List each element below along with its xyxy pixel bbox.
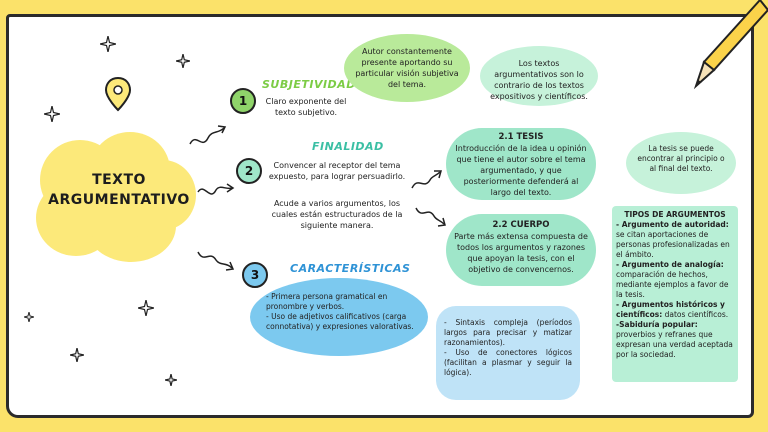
tipo-text: datos científicos.	[662, 310, 729, 319]
tipo-label: -Sabiduría popular:	[616, 320, 698, 329]
tesis-text: Introducción de la idea u opinión que ti…	[455, 144, 587, 197]
star-icon	[70, 348, 84, 362]
arrow-icon	[189, 125, 227, 145]
arrow-icon	[197, 251, 235, 271]
star-icon	[165, 374, 177, 386]
box-sintaxis	[436, 306, 580, 400]
cuerpo-text: Parte más extensa compuesta de todos los…	[454, 232, 588, 274]
heading-subjetividad: SUBJETIVIDAD	[262, 78, 356, 91]
section-number-3: 3	[242, 262, 268, 288]
section-number-2: 2	[236, 158, 262, 184]
cuerpo-title: 2.2 CUERPO	[492, 220, 550, 230]
location-pin-icon	[104, 76, 132, 112]
tipo-item: - Argumentos históricos y científicos: d…	[616, 300, 734, 320]
tipo-item: -Sabiduría popular: proverbios y refrane…	[616, 320, 734, 360]
text-contrary: Los textos argumentativos son lo contrar…	[490, 59, 588, 101]
main-title: TEXTO ARGUMENTATIVO	[44, 170, 194, 210]
tipo-item: - Argumento de analogía: comparación de …	[616, 260, 734, 300]
tipo-item: - Argumento de autoridad: se citan aport…	[616, 220, 734, 260]
tipos-title: TIPOS DE ARGUMENTOS	[624, 210, 726, 219]
cuerpo-content: 2.2 CUERPO Parte más extensa compuesta d…	[454, 220, 588, 275]
tipo-label: - Argumentos históricos y científicos:	[616, 300, 725, 319]
tesis-title: 2.1 TESIS	[498, 132, 544, 142]
text-subjetividad: Claro exponente del texto subjetivo.	[265, 97, 347, 117]
box-tesis	[446, 128, 596, 200]
tipo-label: - Argumento de analogía:	[616, 260, 724, 269]
text-author: Autor constantemente presente aportando …	[355, 47, 459, 89]
arrow-icon	[415, 207, 446, 227]
tipos-content: TIPOS DE ARGUMENTOS - Argumento de autor…	[616, 210, 734, 360]
tipo-label: - Argumento de autoridad:	[616, 220, 729, 229]
bubble-author	[344, 34, 470, 102]
text-finalidad-2: Acude a varios argumentos, los cuales es…	[271, 199, 403, 230]
box-tipos	[612, 206, 738, 382]
section-number-1: 1	[230, 88, 256, 114]
text-finalidad: Convencer al receptor del tema expuesto,…	[268, 161, 406, 181]
heading-caracteristicas: CARACTERÍSTICAS	[290, 262, 411, 275]
text-sintaxis: - Sintaxis compleja (períodos largos par…	[444, 318, 572, 377]
heading-finalidad: FINALIDAD	[312, 140, 384, 153]
bubble-contrary	[480, 46, 598, 106]
pencil-icon	[693, 0, 768, 90]
arrow-icon	[411, 170, 442, 189]
star-icon	[138, 300, 154, 316]
main-title-line-1: TEXTO	[92, 172, 146, 188]
tesis-content: 2.1 TESIS Introducción de la idea u opin…	[454, 132, 588, 198]
bubble-caracteristicas	[250, 278, 428, 356]
box-cuerpo	[446, 214, 596, 286]
tipo-text: proverbios y refranes que expresan una v…	[616, 330, 733, 359]
main-title-line-2: ARGUMENTATIVO	[48, 192, 190, 208]
tipo-text: comparación de hechos, mediante ejemplos…	[616, 270, 729, 299]
star-icon	[24, 312, 34, 322]
bubble-tesis-note	[626, 132, 736, 194]
text-tesis-note: La tesis se puede encontrar al principio…	[637, 144, 725, 173]
star-icon	[176, 54, 190, 68]
tipo-text: se citan aportaciones de personas profes…	[616, 230, 730, 259]
star-icon	[100, 36, 116, 52]
text-caracteristicas: - Primera persona gramatical en pronombr…	[266, 292, 414, 331]
star-icon	[44, 106, 60, 122]
arrow-icon	[197, 183, 235, 195]
